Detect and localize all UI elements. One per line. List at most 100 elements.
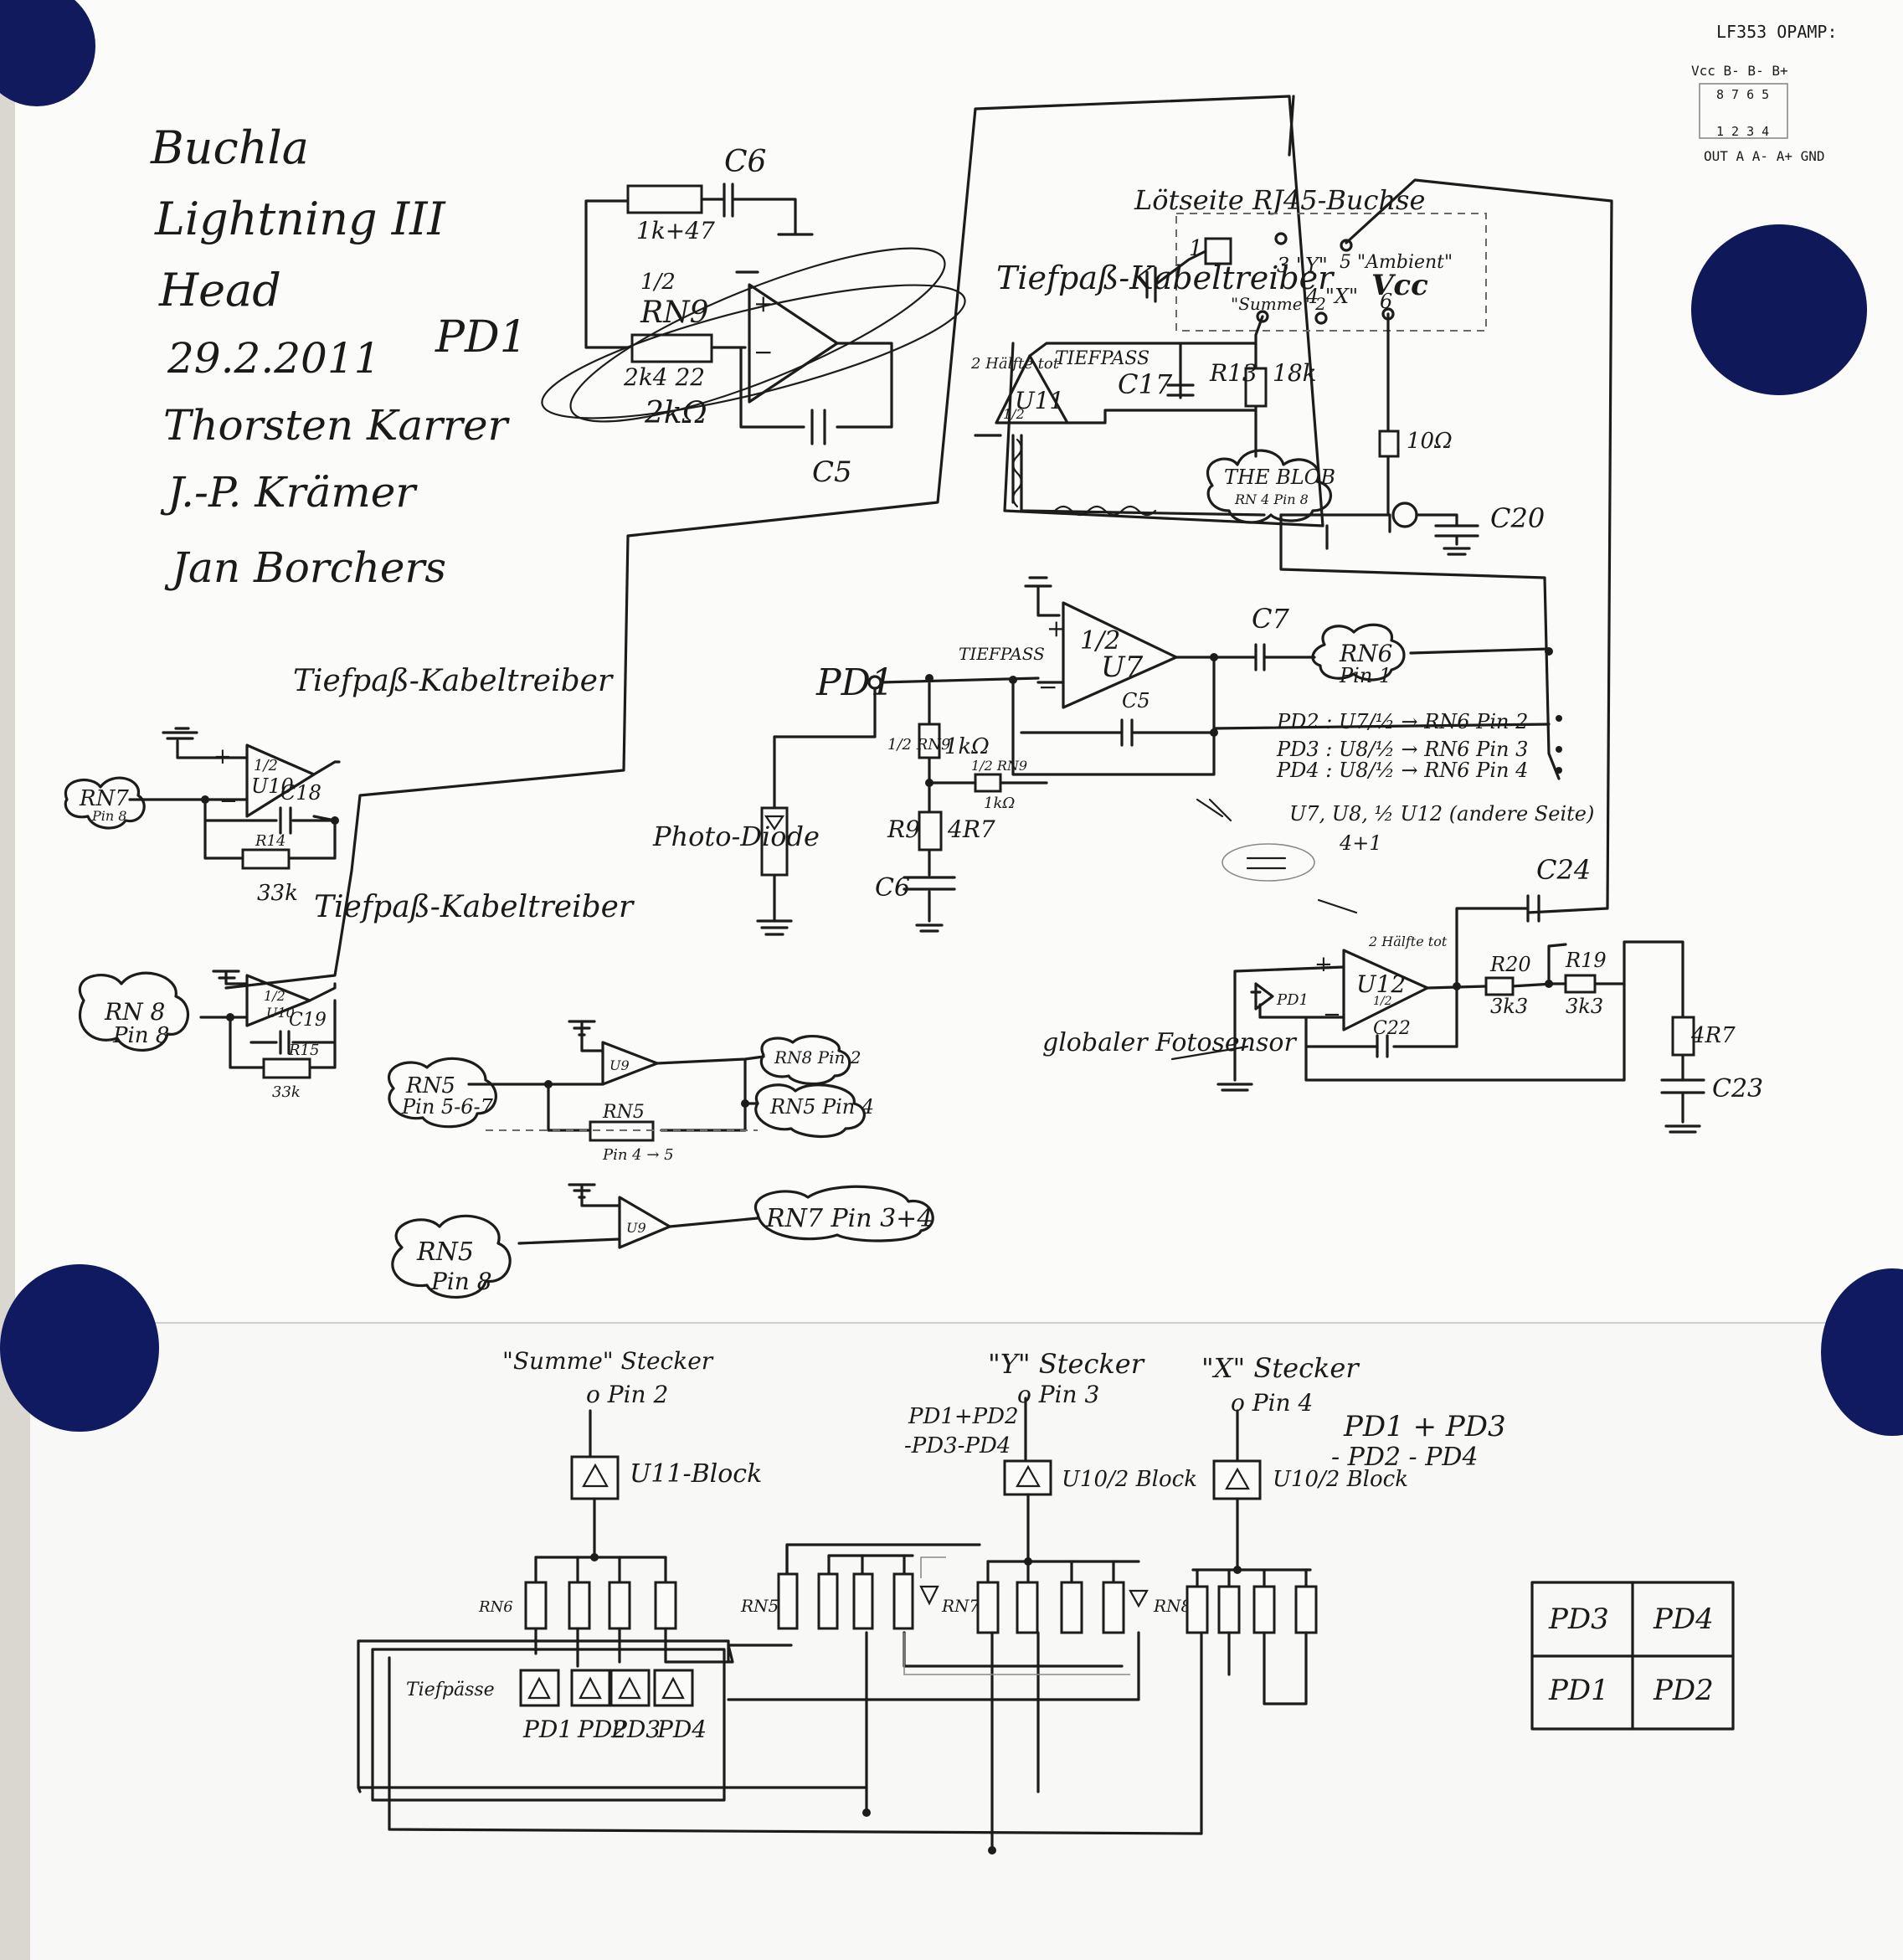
- u10b-r15-val: 33k: [272, 1083, 301, 1101]
- pd1-rn9-half: 1/2: [640, 270, 676, 295]
- blob-sub: RN 4 Pin 8: [1234, 491, 1309, 507]
- rj45-vcc: Vcc: [1371, 269, 1428, 302]
- rn6-pin: Pin 1: [1339, 664, 1391, 687]
- u10b-title: Tiefpaß-Kabeltreiber: [314, 890, 635, 924]
- grid-br: PD2: [1653, 1674, 1714, 1707]
- magnet-right: [1691, 224, 1867, 395]
- u10-block-x: U10/2 Block: [1273, 1467, 1408, 1492]
- r20-val: 3k3: [1490, 995, 1528, 1018]
- u11-c17: C17: [1118, 368, 1173, 400]
- u10a-half: 1/2: [254, 757, 278, 774]
- rj45-pin4: 4 "X": [1305, 285, 1358, 308]
- grid-tr: PD4: [1653, 1602, 1714, 1636]
- grid-bl: PD1: [1548, 1674, 1609, 1707]
- u12-stage: C24 2 Hälfte tot U12 1/2 + − R20 3k3 R19…: [1042, 854, 1763, 1134]
- u7-note: U7, U8, ½ U12 (andere Seite): [1289, 802, 1594, 826]
- rn6-label: RN6: [1339, 640, 1392, 667]
- svg-text:+: +: [213, 744, 232, 769]
- u11-r13-val: 18k: [1273, 359, 1317, 387]
- header-line-3: Head: [158, 264, 281, 316]
- r19-val: 3k3: [1566, 995, 1603, 1018]
- pinout-title: LF353 OPAMP:: [1716, 22, 1838, 42]
- header-line-5: Thorsten Karrer: [163, 401, 511, 450]
- header-line-2: Lightning III: [154, 193, 446, 245]
- u9a-stage: U9 RN5 Pin 4 → 5 RN5 Pin 5-6-7 RN8 Pin 2…: [387, 1020, 874, 1164]
- c24-label: C24: [1536, 854, 1591, 886]
- r1k2-label: 1kΩ: [984, 795, 1015, 812]
- pd1-r-top-label: 1k+47: [636, 217, 715, 244]
- u11-title-1: Tiefpaß-Kabeltreiber: [996, 260, 1335, 296]
- u12-label: U12: [1356, 970, 1406, 998]
- u7-note2: 4+1: [1339, 831, 1382, 855]
- u10b-label: U10: [266, 1005, 295, 1021]
- rn6-block-label: RN6: [478, 1598, 513, 1616]
- rj45-pin2: "Summe" 2: [1231, 294, 1326, 314]
- u11-tiefpass: TIEFPASS: [1055, 348, 1150, 369]
- y-formula-1: PD1+PD2: [908, 1404, 1019, 1429]
- rj45-pin6: 6: [1380, 290, 1392, 313]
- u12-pd1: PD1: [1276, 991, 1309, 1009]
- pd1-label: PD1: [435, 312, 527, 363]
- u9a-rn5r-pins: Pin 4 → 5: [602, 1146, 674, 1164]
- blob-label: THE BLOB: [1224, 466, 1335, 489]
- x-pin: o Pin 4: [1231, 1389, 1313, 1417]
- svg-text:+: +: [1047, 615, 1066, 642]
- header-line-1: Buchla: [150, 121, 309, 174]
- pd1-c5-label: C5: [812, 455, 852, 489]
- r4r7-label: 4R7: [1690, 1023, 1736, 1048]
- header-block: Buchla Lightning III Head 29.2.2011 Thor…: [150, 121, 511, 592]
- rj45-title: Lötseite RJ45-Buchse: [1134, 184, 1425, 216]
- header-line-4: 29.2.2011: [167, 334, 380, 383]
- rj45-outline: [1175, 213, 1487, 332]
- u11-block: U11-Block: [630, 1459, 762, 1489]
- u9a-label: U9: [609, 1057, 630, 1073]
- u7-label: U7: [1101, 651, 1144, 684]
- x-stecker: "X" Stecker: [1201, 1352, 1360, 1384]
- u9a-rn5p4: RN5 Pin 4: [769, 1095, 874, 1119]
- c7-label: C7: [1252, 603, 1289, 635]
- header-line-7: Jan Borchers: [164, 543, 446, 592]
- x-formula-2: - PD2 - PD4: [1331, 1443, 1479, 1472]
- pinout-top-pins: 8 7 6 5: [1716, 87, 1769, 102]
- u9a-rn8p2: RN8 Pin 2: [774, 1047, 861, 1067]
- pd4-block: PD4: [656, 1716, 707, 1743]
- summe-pin: o Pin 2: [586, 1381, 668, 1408]
- rj45-pin5: 5 "Ambient": [1340, 252, 1453, 273]
- pd2-block: PD2: [577, 1716, 627, 1743]
- magnet-top-left: [0, 0, 95, 106]
- c20-label: C20: [1490, 502, 1545, 534]
- c22-label: C22: [1373, 1018, 1411, 1039]
- svg-text:−: −: [1038, 673, 1057, 701]
- svg-text:−: −: [1323, 1002, 1341, 1027]
- u7-c5: C5: [1122, 689, 1150, 712]
- summe-stecker: "Summe" Stecker: [502, 1347, 714, 1375]
- paper-top: [15, 0, 1903, 1327]
- u11-r13: R13: [1209, 359, 1258, 387]
- u11-half: 1/2: [1003, 406, 1025, 422]
- u10a-c18: C18: [280, 781, 321, 805]
- magnet-mid-left: [0, 1264, 159, 1432]
- u9b-rn5: RN5: [416, 1237, 474, 1267]
- rn5-block-label: RN5: [740, 1596, 779, 1616]
- pd1-rn9-label: RN9: [640, 296, 709, 330]
- pd1-input-circuit: PD1 C6 1k+47 1/2 RN9 + − 2k4 22 2kΩ C5: [435, 145, 966, 489]
- u9b-label: U9: [626, 1220, 646, 1236]
- u10a-rn7: RN7: [79, 786, 129, 811]
- r20-label: R20: [1489, 953, 1531, 976]
- rn8-block-label: RN8: [1153, 1596, 1191, 1616]
- pd3-block: PD3: [610, 1716, 661, 1743]
- pinout-bottom-pins: 1 2 3 4: [1716, 124, 1769, 139]
- u10a-label: U10: [251, 774, 294, 798]
- u11-driver: Tiefpaß-Kabeltreiber TIEFPASS 2 Hälfte t…: [970, 260, 1561, 780]
- u10b-stage: Tiefpaß-Kabeltreiber 1/2 U10 C19 R15 33k…: [78, 890, 635, 1101]
- u7-tiefpass: TIEFPASS: [959, 644, 1045, 664]
- u10b-rn8: RN 8: [104, 998, 165, 1026]
- rn7-block-label: RN7: [941, 1596, 980, 1616]
- rn9-half-label-2: 1/2 RN9: [971, 758, 1027, 774]
- pinout-top-labels: Vcc B- B- B+: [1691, 63, 1788, 79]
- u7-half: 1/2: [1080, 626, 1120, 656]
- grid-tl: PD3: [1548, 1602, 1609, 1636]
- u10a-title: Tiefpaß-Kabeltreiber: [293, 664, 614, 698]
- block-diagram: "Summe" Stecker o Pin 2 "Y" Stecker o Pi…: [357, 1347, 1506, 1855]
